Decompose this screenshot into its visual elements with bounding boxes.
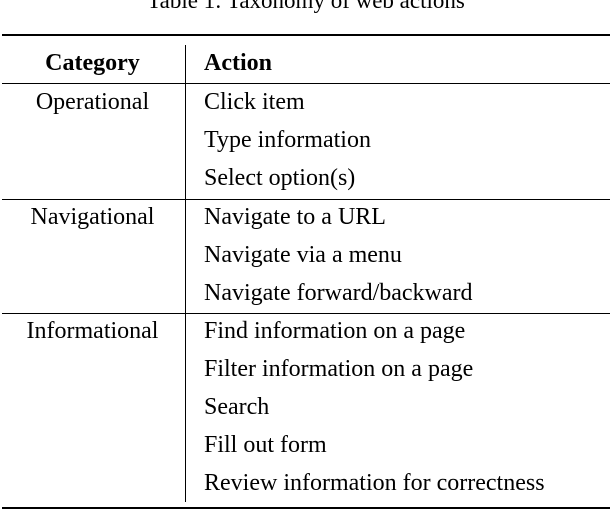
table-caption: Table 1: Taxonomy of web actions	[147, 0, 465, 13]
category-informational: Informational	[26, 318, 159, 344]
action-item: Click item	[204, 89, 305, 115]
action-item: Navigate to a URL	[204, 204, 386, 230]
action-item: Type information	[204, 127, 371, 153]
group-separator	[2, 313, 610, 314]
action-item: Review information for correctness	[204, 470, 545, 496]
action-item: Navigate forward/backward	[204, 280, 473, 306]
action-item: Filter information on a page	[204, 356, 474, 382]
action-item: Select option(s)	[204, 165, 356, 191]
action-item: Fill out form	[204, 432, 327, 458]
action-item: Find information on a page	[204, 318, 466, 344]
action-item: Search	[204, 394, 270, 420]
category-navigational: Navigational	[30, 204, 155, 230]
group-separator	[2, 199, 610, 200]
table-bottom-rule	[2, 507, 610, 509]
header-action: Action	[204, 50, 272, 76]
table-top-rule	[2, 34, 610, 36]
header-rule	[2, 83, 610, 84]
header-category: Category	[45, 50, 140, 76]
action-item: Navigate via a menu	[204, 242, 402, 268]
column-divider	[185, 45, 186, 502]
category-operational: Operational	[35, 89, 150, 115]
